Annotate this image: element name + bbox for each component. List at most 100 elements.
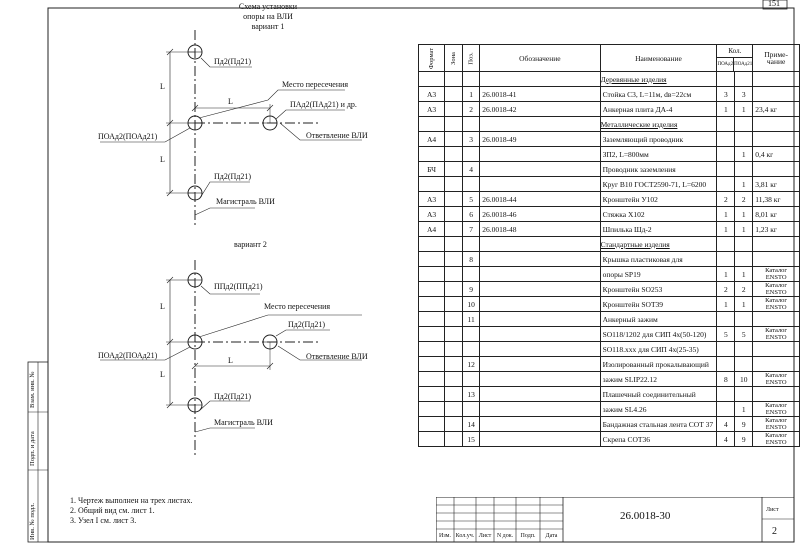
cell-designation	[479, 146, 601, 162]
notes-block: 1. Чертеж выполнен на трех листах. 2. Об…	[70, 496, 193, 526]
cell-name: Круг В10 ГОСТ2590-71, L=6200	[599, 176, 718, 192]
v2-label-branch: Ответвление ВЛИ	[306, 352, 368, 361]
section-title: Металлические изделия	[599, 116, 718, 132]
cell-qty-a	[716, 131, 736, 147]
cell-qty-b: 9	[734, 416, 754, 432]
cell-qty-a: 4	[716, 431, 736, 447]
cell-name: SO118/1202 для СИП 4х(50-120)	[599, 326, 718, 342]
cell-qty-a	[716, 176, 736, 192]
cell-qty-a: 3	[716, 86, 736, 102]
cell-zone	[444, 161, 464, 177]
cell-designation: 26.0018-46	[479, 206, 601, 222]
cell-qty-b: 1	[734, 176, 754, 192]
cell-qty-b	[734, 131, 754, 147]
table-row: SO118.ххх для СИП 4х(25-35)	[417, 341, 800, 357]
col-zone: Зона	[450, 52, 458, 65]
cell-qty-a	[716, 161, 736, 177]
cell-format: БЧ	[417, 161, 446, 177]
v1-label-poad: ПОАд2(ПОАд21)	[98, 132, 158, 141]
cell-pos: 10	[462, 296, 481, 312]
cell-note	[752, 341, 800, 357]
cell-note	[752, 161, 800, 177]
v1-label-crossing: Место пересечения	[282, 80, 349, 89]
cell-format	[417, 431, 446, 447]
cell-note	[752, 311, 800, 327]
col-pos: Поз.	[467, 52, 475, 65]
cell-format	[417, 311, 446, 327]
v1-label-L: L	[228, 97, 233, 106]
cell-qty-b: 1	[734, 146, 754, 162]
cell-name: зажим SL4.26	[599, 401, 718, 417]
cell-note: Каталог ENSTO	[752, 431, 800, 447]
v2-side-L-1: L	[160, 302, 165, 311]
cell-pos: 13	[462, 386, 481, 402]
cell-name: Проводник заземления	[599, 161, 718, 177]
cell-format	[417, 176, 446, 192]
cell-pos: 15	[462, 431, 481, 447]
cell-qty-a	[716, 341, 736, 357]
title-block	[436, 497, 794, 542]
v2-label-L: L	[228, 356, 233, 365]
v2-label-crossing: Место пересечения	[264, 302, 331, 311]
cell-zone	[444, 101, 464, 117]
stamp-vzam-inv: Взам. инв. №	[29, 371, 36, 408]
cell-designation	[479, 386, 601, 402]
scheme-title-line-3: вариант 1	[251, 22, 285, 31]
page-number-top: 151	[768, 0, 780, 8]
cell-format: А4	[417, 221, 446, 237]
cell-qty-a: 1	[716, 206, 736, 222]
cell-pos	[462, 326, 481, 342]
title-block-designation: 26.0018-30	[620, 510, 671, 522]
cell-qty-b: 3	[734, 86, 754, 102]
cell-qty-b: 9	[734, 431, 754, 447]
cell-designation: 26.0018-41	[479, 86, 601, 102]
cell-qty-b: 1	[734, 206, 754, 222]
tb-col-data: Дата	[545, 533, 558, 539]
cell-note: Каталог ENSTO	[752, 326, 800, 342]
cell-designation	[479, 341, 601, 357]
cell-pos	[462, 146, 481, 162]
v2-label-pd: Пд2(Пд21)	[288, 320, 326, 329]
cell-qty-a: 1	[716, 296, 736, 312]
cell-designation	[479, 431, 601, 447]
cell-qty-b: 1	[734, 266, 754, 282]
cell-note	[752, 86, 800, 102]
col-designation: Обозначение	[479, 44, 601, 72]
cell-note: 3,81 кг	[752, 176, 800, 192]
cell-zone	[444, 356, 464, 372]
scheme-title-line-2: опоры на ВЛИ	[243, 12, 293, 21]
note-3: 3. Узел I см. лист 3.	[70, 516, 137, 525]
cell-zone	[444, 146, 464, 162]
cell-zone	[444, 191, 464, 207]
cell-qty-a: 2	[716, 191, 736, 207]
cell-zone	[444, 371, 464, 387]
cell-name: SO118.ххх для СИП 4х(25-35)	[599, 341, 718, 357]
scheme-title: Схема установки опоры на ВЛИ вариант 1	[218, 2, 318, 32]
cell-designation	[479, 371, 601, 387]
variant-2-diagram	[100, 260, 362, 455]
v2-side-L-2: L	[160, 370, 165, 379]
cell-qty-a: 2	[716, 281, 736, 297]
cell-format: А4	[417, 131, 446, 147]
variant-2-title: вариант 2	[234, 240, 267, 249]
cell-format	[417, 386, 446, 402]
cell-qty-a	[716, 146, 736, 162]
cell-pos	[462, 371, 481, 387]
v1-label-pd-bottom: Пд2(Пд21)	[214, 172, 252, 181]
cell-qty-b: 5	[734, 326, 754, 342]
cell-qty-b: 10	[734, 371, 754, 387]
cell-note: Каталог ENSTO	[752, 266, 800, 282]
cell-qty-b: 1	[734, 221, 754, 237]
cell-qty-a	[716, 311, 736, 327]
cell-name: опоры SP19	[599, 266, 718, 282]
cell-note: Каталог ENSTO	[752, 296, 800, 312]
